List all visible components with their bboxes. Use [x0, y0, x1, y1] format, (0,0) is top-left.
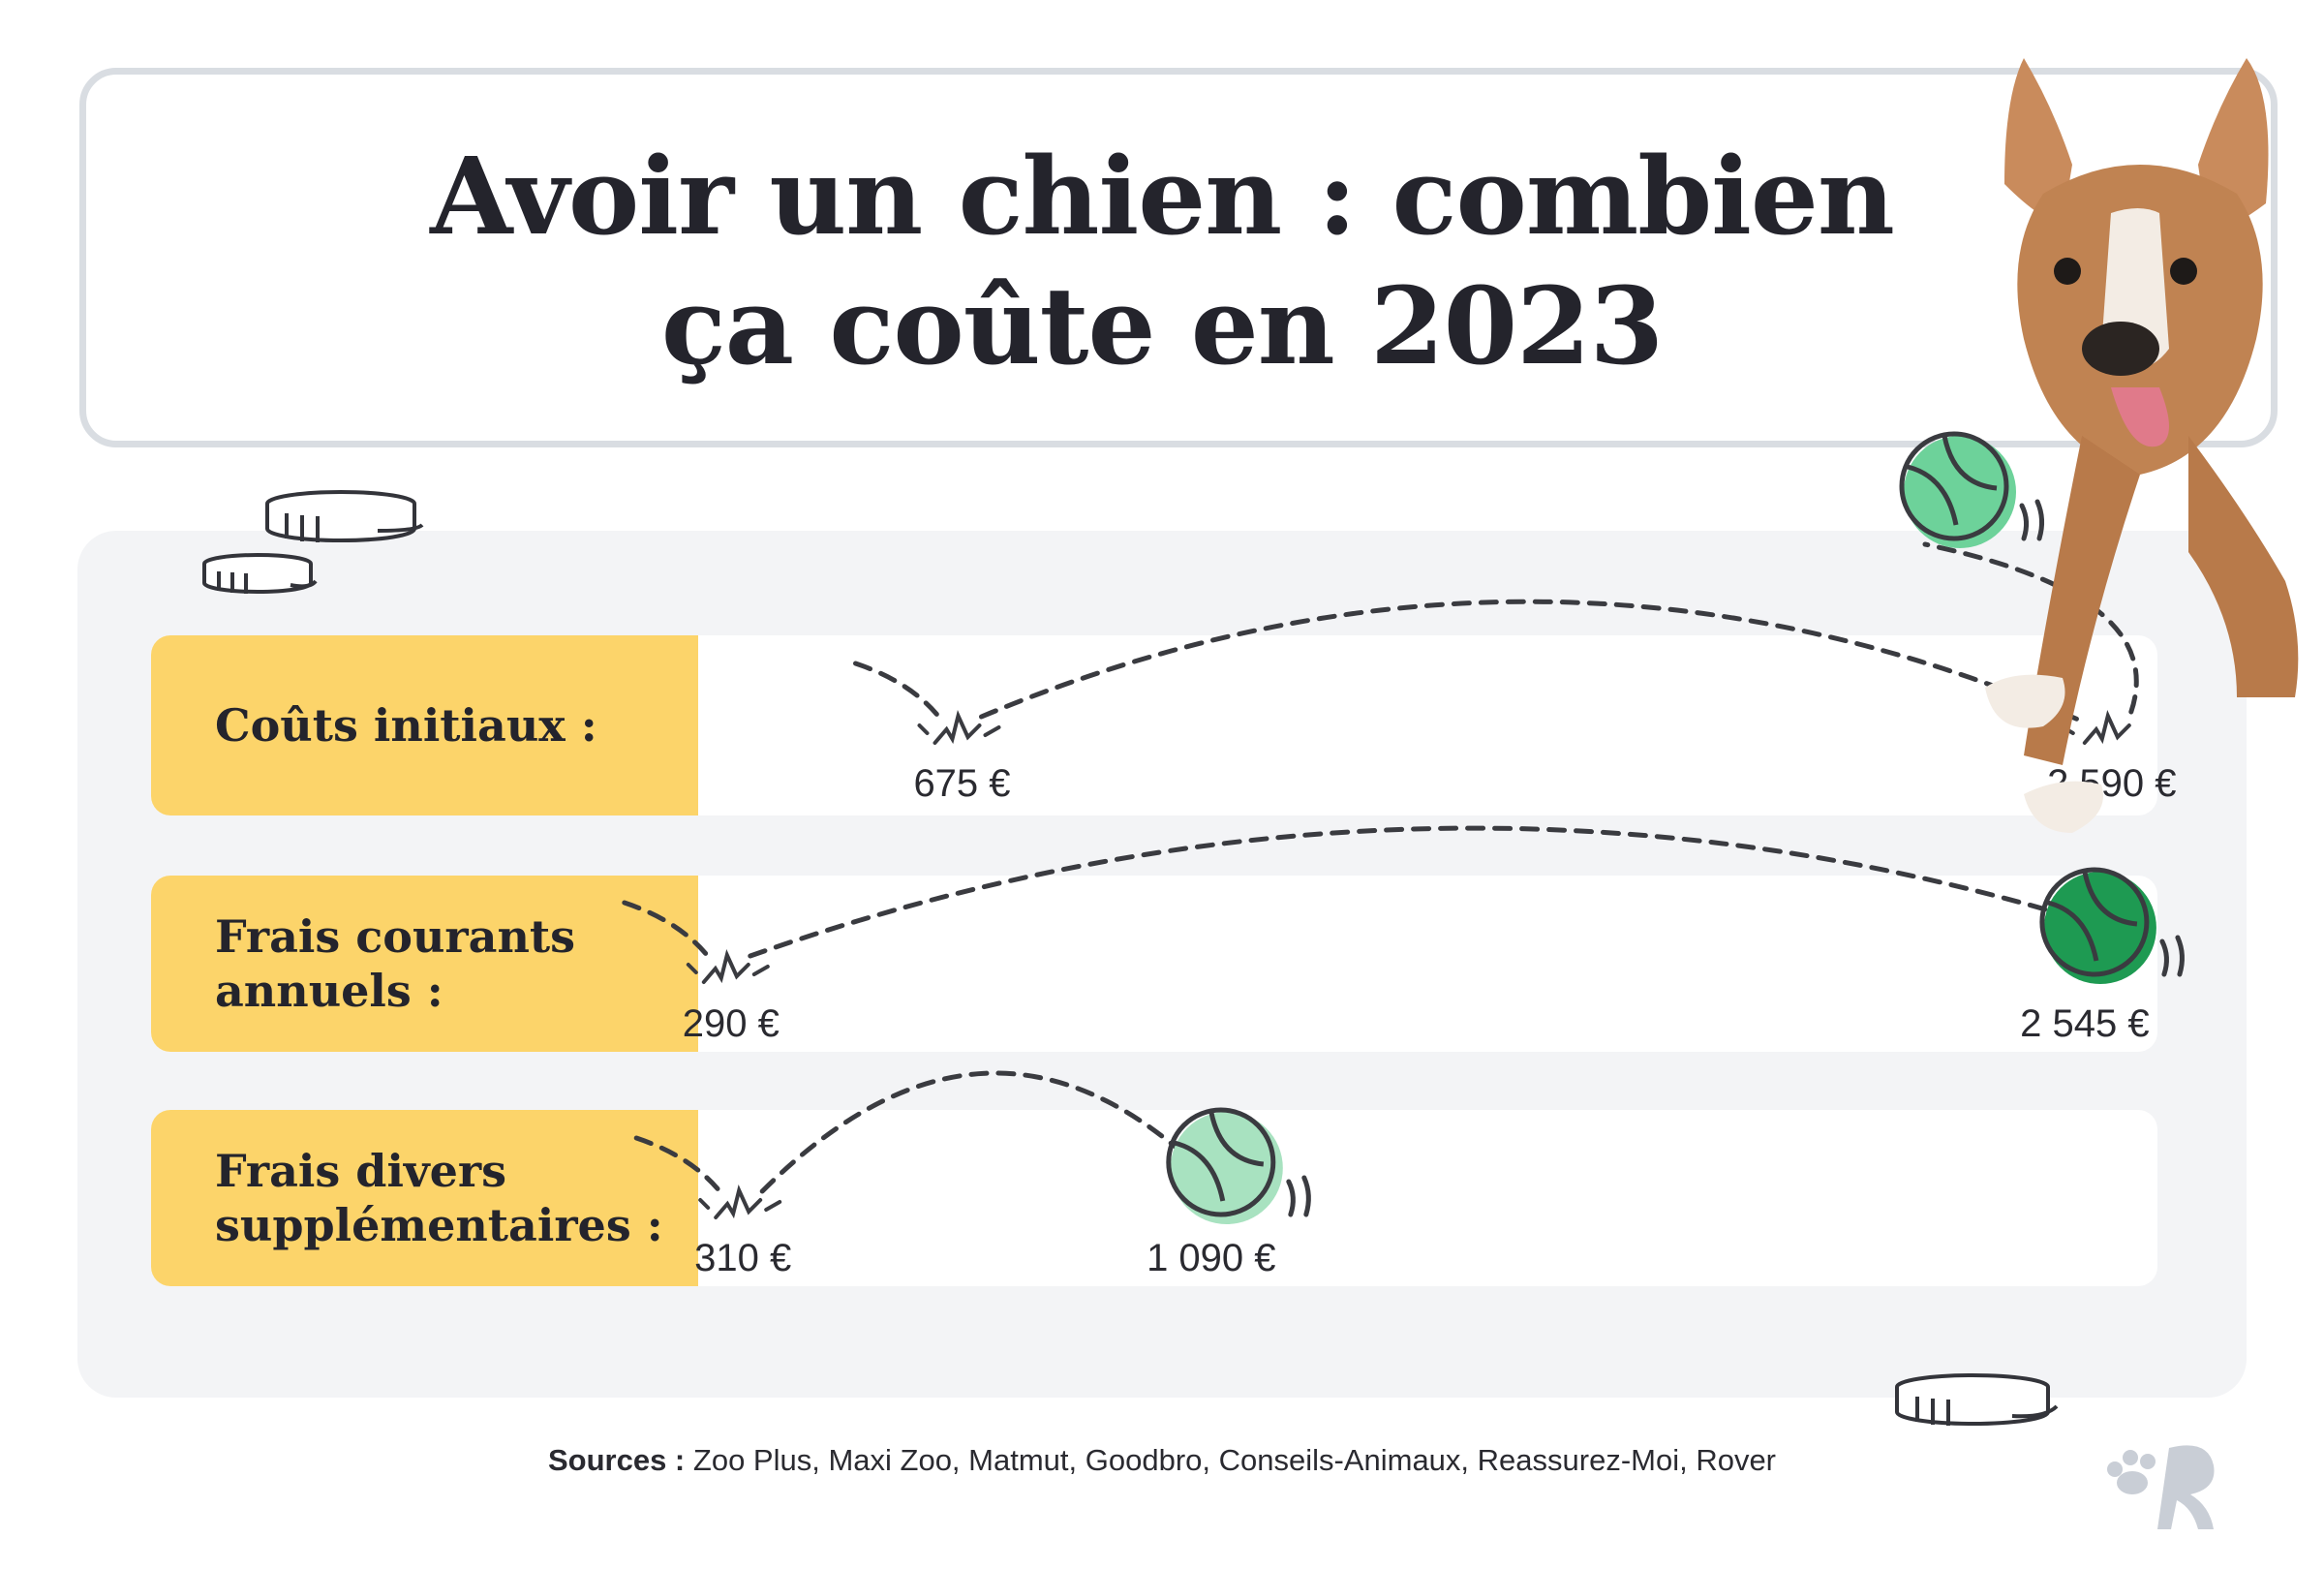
value-label-max: 1 090 €: [1147, 1237, 1275, 1279]
ball-fill: [2043, 872, 2156, 984]
ball-fill: [1170, 1112, 1283, 1224]
motion-lines: [2019, 499, 2045, 541]
ball-fill: [1904, 436, 2016, 548]
brand-logo-icon: [2107, 1445, 2215, 1529]
value-label-min: 310 €: [694, 1237, 791, 1279]
page-title: Avoir un chien : combien ça coûte en 202…: [0, 132, 2324, 391]
bounce-tail: [853, 661, 945, 724]
bounce-arc: [748, 825, 2059, 959]
splash-mark-min: [698, 1184, 782, 1219]
tennis-ball-icon: [2039, 867, 2150, 977]
sources-text: Zoo Plus, Maxi Zoo, Matmut, Goodbro, Con…: [692, 1443, 1777, 1477]
ball-seam: [1907, 435, 1998, 526]
ball-seam: [2047, 871, 2138, 962]
category-label: Coûts initiaux :: [215, 699, 597, 752]
bounce-tail: [633, 1135, 726, 1199]
tennis-ball-icon: [1899, 431, 2009, 541]
bounce-arc: [1922, 541, 2139, 715]
tennis-ball-icon: [1166, 1107, 1276, 1217]
ball-seam: [1174, 1111, 1265, 1202]
row-label: Coûts initiaux :: [151, 635, 698, 815]
cost-row-misc: Frais divers supplémentaires :: [151, 1110, 2157, 1286]
row-label: Frais courants annuels :: [151, 876, 698, 1052]
row-label: Frais divers supplémentaires :: [151, 1110, 698, 1286]
category-label: Frais divers supplémentaires :: [215, 1145, 663, 1251]
title-line-1: Avoir un chien : combien: [430, 134, 1895, 259]
dog-illustration-icon: [1985, 58, 2299, 833]
value-label-min: 675 €: [913, 762, 1010, 805]
splash-mark-min: [917, 709, 1001, 745]
title-box: [79, 68, 2278, 447]
splash-mark-min: [686, 948, 770, 984]
sources-label: Sources :: [547, 1443, 686, 1477]
bounce-tail: [622, 900, 715, 964]
cost-row-annual: Frais courants annuels :: [151, 876, 2157, 1052]
sources-note: Sources : Zoo Plus, Maxi Zoo, Matmut, Go…: [0, 1443, 2324, 1478]
bounce-arc: [759, 1070, 1185, 1194]
value-label-max: 2 545 €: [2020, 1002, 2149, 1045]
motion-lines: [1286, 1175, 1311, 1217]
bounce-arc: [979, 599, 2086, 724]
motion-lines: [2159, 935, 2185, 977]
cost-row-initial: Coûts initiaux :: [151, 635, 2157, 815]
value-label-min: 290 €: [683, 1002, 780, 1045]
category-label: Frais courants annuels :: [215, 910, 576, 1017]
title-line-2: ça coûte en 2023: [660, 263, 1664, 388]
